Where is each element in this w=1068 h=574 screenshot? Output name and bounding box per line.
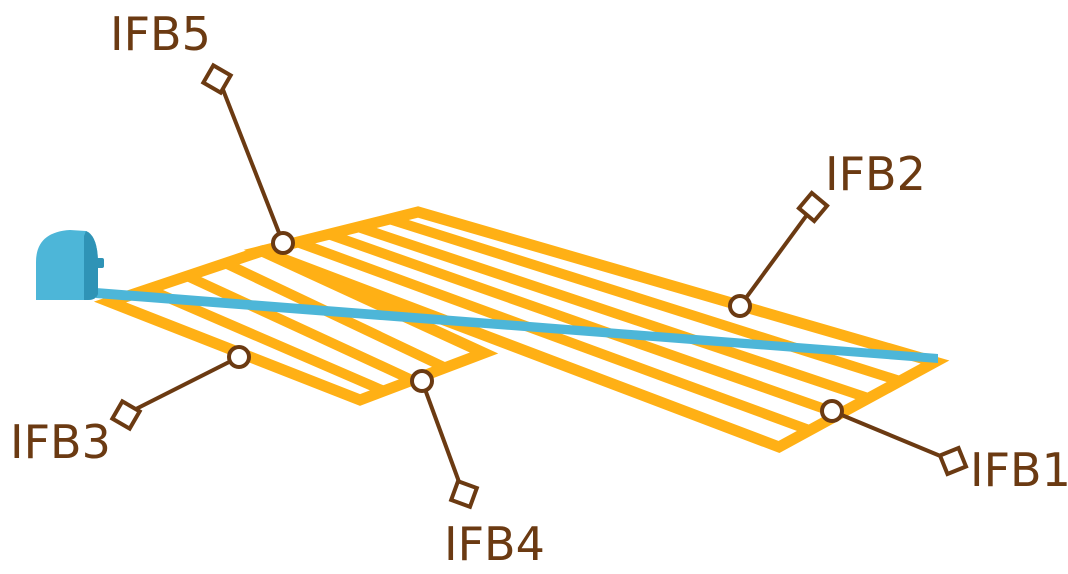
callouts: IFB1 IFB2 IFB3 IFB4 [10,7,1068,571]
anchor-circle [820,399,844,423]
small-frame-border [93,245,499,406]
label-ifb5-index: 5 [182,7,211,61]
label-ifb5: IFB5 [110,7,211,61]
label-ifb1-prefix: IFB [970,443,1042,497]
label-ifb4-prefix: IFB [444,517,516,571]
anchor-circle [271,231,295,255]
label-ifb4-index: 4 [516,517,545,571]
leader-line [738,206,814,308]
label-ifb2-prefix: IFB [825,147,897,201]
end-square [200,62,234,96]
tape-measure-icon [36,230,104,300]
end-square [448,478,480,510]
label-ifb1: IFB1 [970,443,1068,497]
end-square [796,190,830,224]
joist [184,271,415,385]
floor-frame [93,206,950,454]
callout-ifb5: IFB5 [110,7,295,255]
tape-housing-shade [84,231,98,300]
label-ifb3-index: 3 [82,415,111,469]
joist [387,214,902,386]
tape-lock-tab [96,258,104,268]
joist [295,237,811,435]
label-ifb1-index: 1 [1042,443,1068,497]
end-square [109,398,143,432]
joist [356,222,870,403]
label-ifb4: IFB4 [444,517,545,571]
tape-blade [96,288,938,363]
label-ifb5-prefix: IFB [110,7,182,61]
callout-ifb4: IFB4 [410,369,545,571]
leader-line [127,355,240,415]
leader-line [420,380,464,491]
callout-ifb2: IFB2 [728,147,926,318]
anchor-circle [410,369,434,393]
label-ifb2-index: 2 [897,147,926,201]
leader-line [218,81,285,244]
tape-housing [36,230,98,300]
tape-measure [36,230,938,363]
anchor-circle [227,345,251,369]
leader-line [831,409,951,462]
joist [146,284,386,396]
label-ifb2: IFB2 [825,147,926,201]
joist [326,229,841,419]
label-ifb3: IFB3 [10,415,111,469]
anchor-circle [728,294,752,318]
callout-ifb1: IFB1 [820,399,1068,497]
label-ifb3-prefix: IFB [10,415,82,469]
callout-ifb3: IFB3 [10,345,251,469]
end-square [937,445,969,477]
